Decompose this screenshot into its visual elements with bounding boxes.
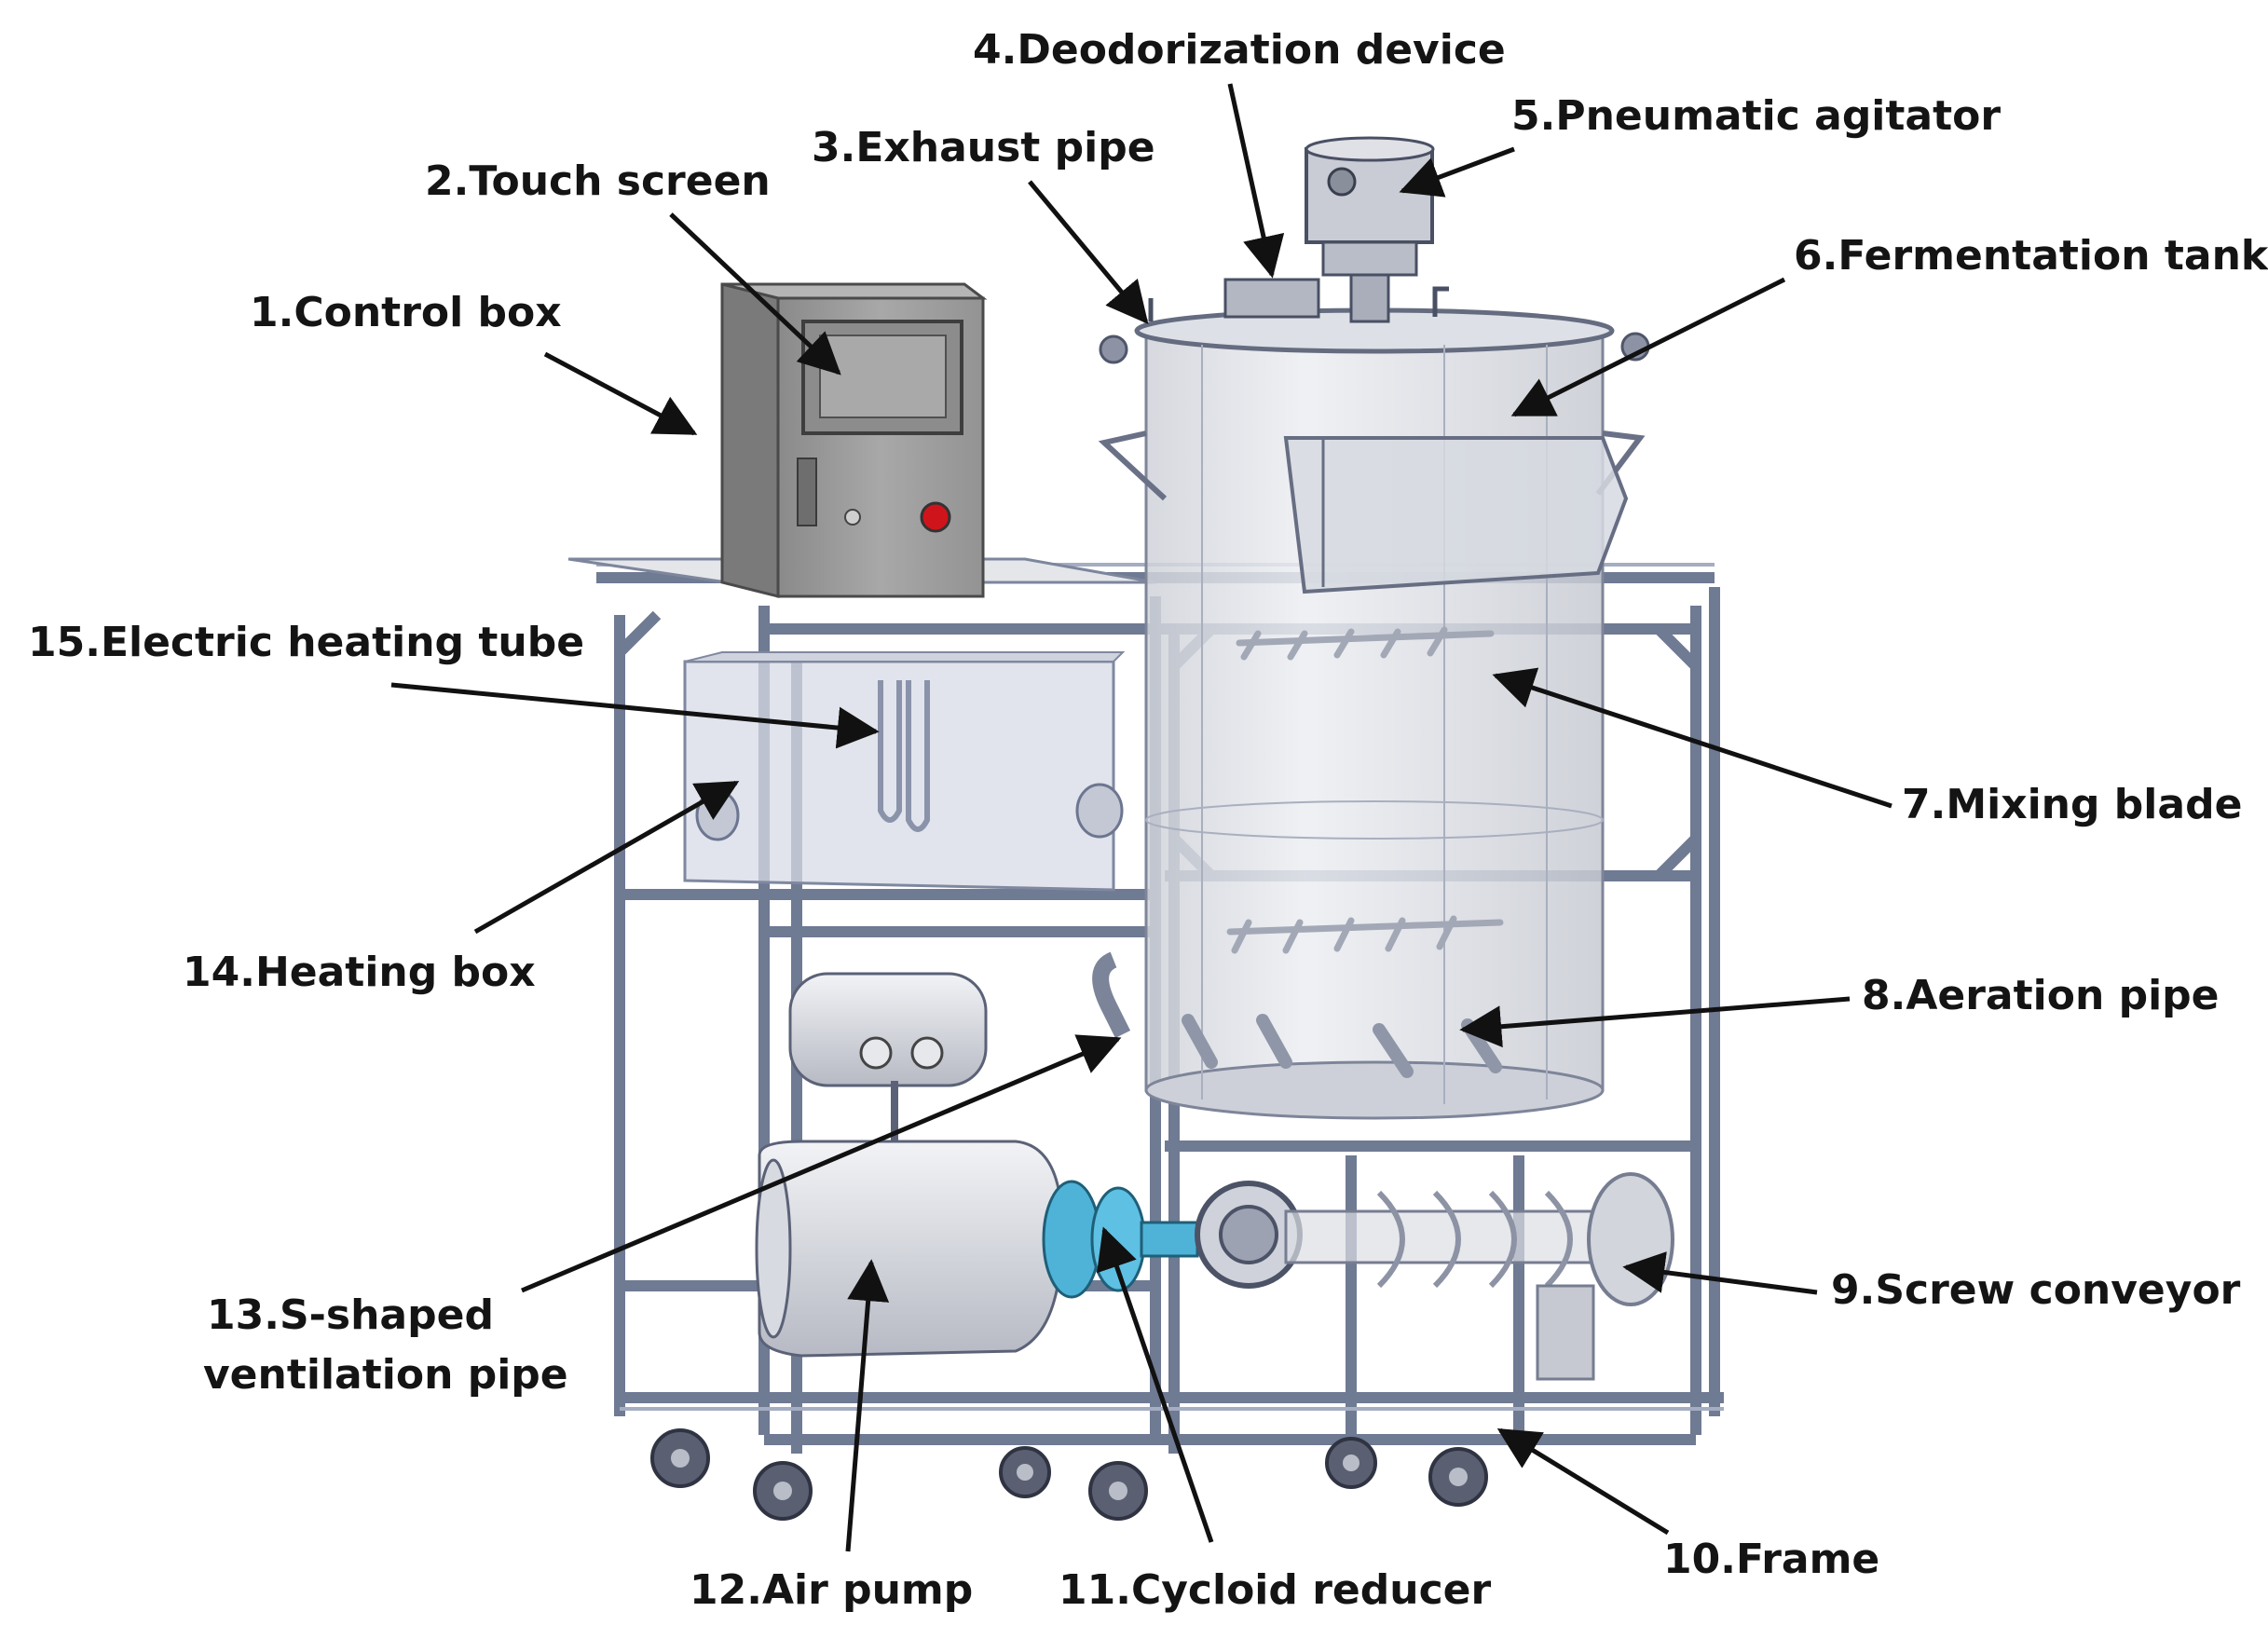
leader-arrows (390, 83, 1892, 1552)
label-exhaust-pipe: 3.Exhaust pipe (812, 124, 1155, 171)
label-pneumatic-agitator: 5.Pneumatic agitator (1511, 92, 2002, 140)
label-control-box: 1.Control box (250, 289, 562, 336)
pneumatic-agitator (1305, 136, 1435, 323)
s-shaped-ventilation-pipe (1092, 951, 1131, 1039)
electric-heating-tube (878, 680, 930, 832)
label-electric-heating-tube: 15.Electric heating tube (28, 619, 585, 666)
label-heating-box: 14.Heating box (183, 949, 536, 996)
emergency-stop-button (920, 501, 951, 533)
label-touch-screen: 2.Touch screen (425, 157, 771, 205)
label-cycloid-reducer: 11.Cycloid reducer (1059, 1566, 1492, 1614)
label-aeration-pipe: 8.Aeration pipe (1862, 972, 2220, 1019)
screw-conveyor (1195, 1172, 1674, 1381)
heating-box (683, 651, 1126, 892)
control-box (720, 282, 988, 598)
deodorization-device (1223, 278, 1320, 319)
label-frame: 10.Frame (1663, 1536, 1880, 1583)
label-deodorization-device: 4.Deodorization device (973, 26, 1506, 74)
label-mixing-blade: 7.Mixing blade (1902, 781, 2243, 828)
label-fermentation-tank: 6.Fermentation tank (1794, 232, 2268, 280)
label-s-shaped-line1: 13.S-shaped (207, 1291, 494, 1339)
label-s-shaped-line2: ventilation pipe (203, 1351, 568, 1399)
mixing-blade (1226, 626, 1504, 954)
fermentation-tank (1098, 307, 1650, 1120)
label-air-pump: 12.Air pump (690, 1566, 974, 1614)
air-pump (755, 972, 1064, 1358)
label-screw-conveyor: 9.Screw conveyor (1831, 1266, 2241, 1314)
